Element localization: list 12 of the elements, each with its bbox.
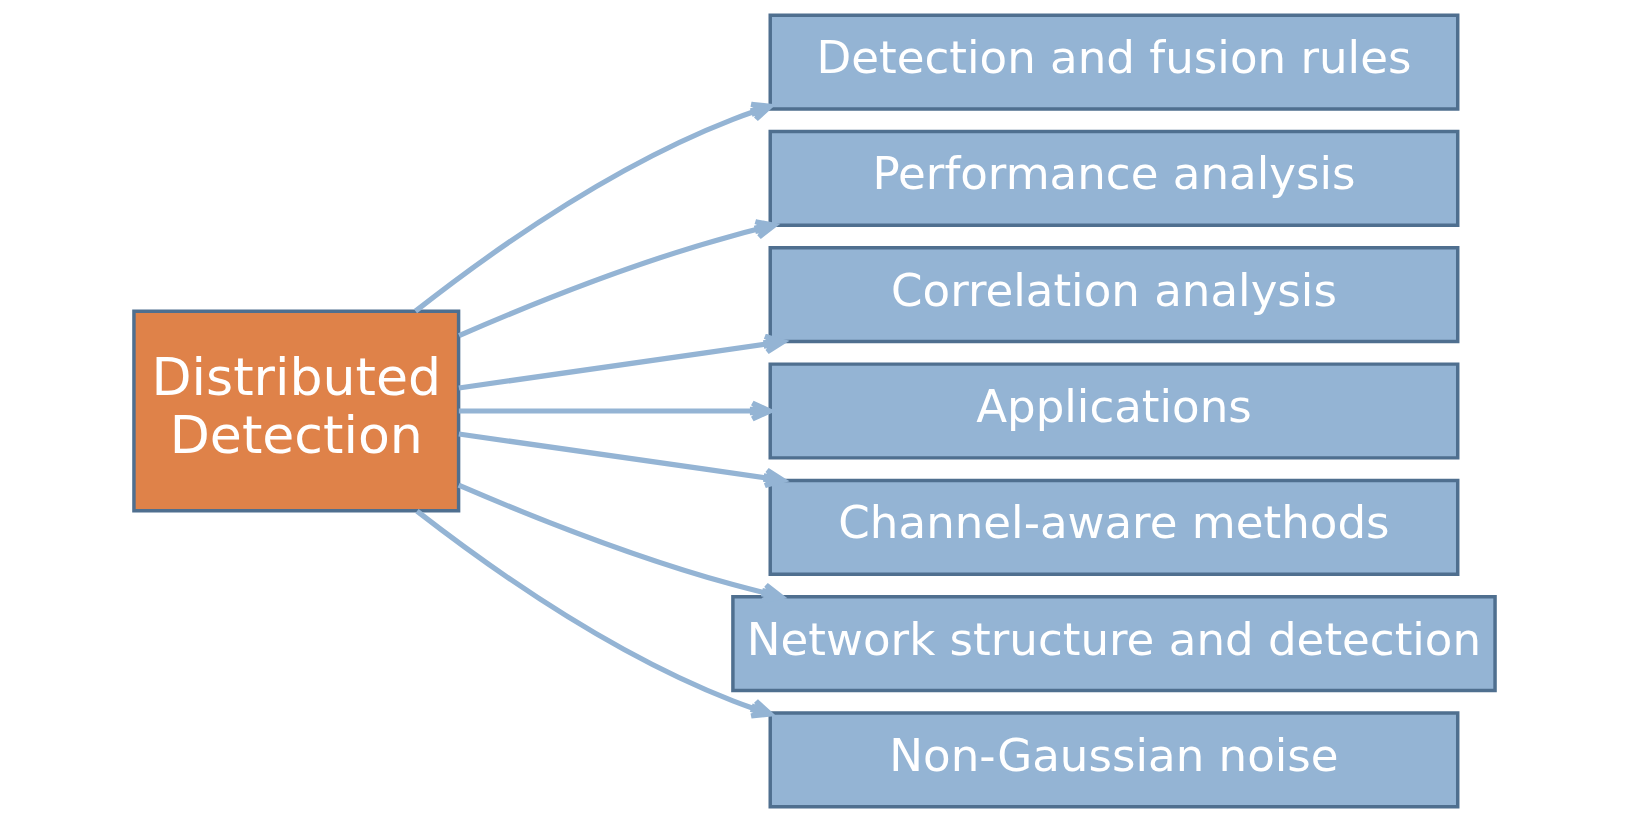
- node-box: Performance analysis: [768, 129, 1460, 227]
- arrow: [458, 219, 777, 338]
- arrow: [458, 400, 773, 422]
- node-box: Correlation analysis: [768, 246, 1460, 344]
- node-box: Network structure and detection: [731, 595, 1497, 693]
- node-box: Detection and fusion rules: [768, 13, 1460, 111]
- node-box: Applications: [768, 362, 1460, 460]
- arrow: [415, 509, 773, 719]
- node-box: Channel-aware methods: [768, 478, 1460, 576]
- arrow: [413, 101, 773, 314]
- node-box: Distributed Detection: [132, 309, 461, 513]
- node-box: Non-Gaussian noise: [768, 711, 1460, 809]
